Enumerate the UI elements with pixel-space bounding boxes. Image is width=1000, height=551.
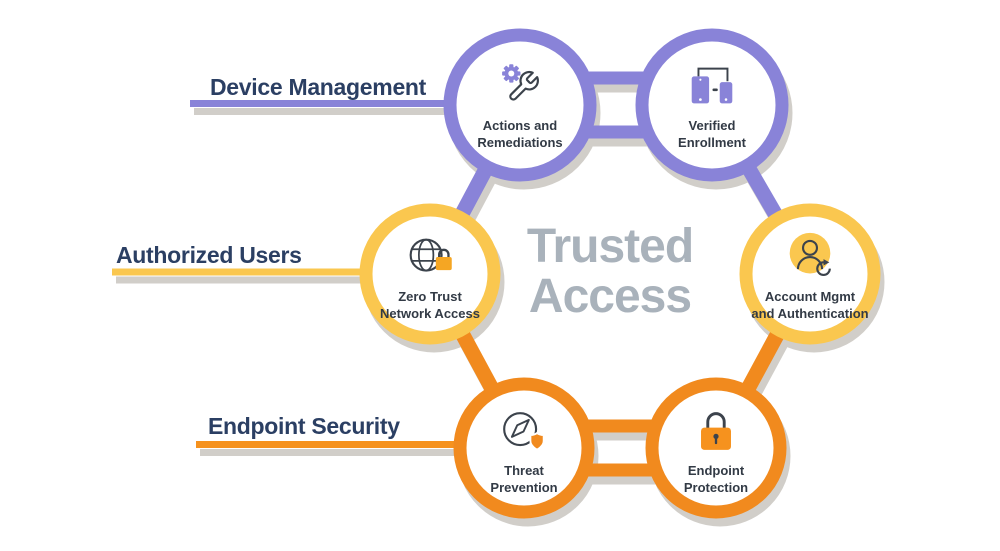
circle-verified-enrollment — [635, 28, 789, 182]
node-label-line2: and Authentication — [751, 306, 869, 321]
devices-enrollment-icon — [691, 68, 733, 104]
node-actions-remediations: Actions and Remediations — [450, 43, 590, 167]
page-title-line1: Trusted — [526, 220, 694, 273]
circle-account-mgmt — [739, 203, 881, 345]
node-label-line1: Threat — [504, 463, 544, 479]
node-label-line1: Account Mgmt — [764, 289, 856, 305]
circle-zero-trust-network-access — [359, 203, 501, 345]
node-label-line2: Remediations — [477, 135, 563, 150]
node-label-line2: Protection — [683, 480, 749, 495]
node-account-mgmt: Account Mgmt and Authentication — [737, 214, 883, 338]
page-title: Trusted Access — [490, 222, 730, 322]
node-threat-prevention: Threat Prevention — [454, 388, 594, 512]
globe-lock-icon — [409, 238, 452, 273]
node-label-line2: Prevention — [490, 480, 558, 495]
padlock-icon — [701, 412, 731, 451]
node-zero-trust-network-access: Zero Trust Network Access — [360, 214, 500, 338]
circle-threat-prevention — [453, 377, 595, 519]
circle-actions-remediations — [443, 28, 597, 182]
page-title-line2: Access — [528, 269, 692, 323]
compass-shield-icon — [503, 412, 545, 452]
node-verified-enrollment: Verified Enrollment — [642, 43, 782, 167]
group-label-device-management: Device Management — [210, 74, 427, 100]
node-label-line1: Actions and — [482, 118, 558, 134]
group-label-endpoint-security: Endpoint Security — [208, 413, 400, 439]
node-label-line1: Zero Trust — [398, 289, 462, 305]
node-label-line2: Network Access — [380, 306, 480, 321]
node-label-line1: Endpoint — [687, 463, 745, 479]
user-sync-icon — [789, 233, 831, 277]
node-label-line2: Enrollment — [678, 135, 746, 150]
gear-wrench-icon — [502, 64, 539, 102]
group-pointer-lines — [112, 100, 470, 448]
node-label-line1: Verified — [688, 118, 736, 134]
node-endpoint-protection: Endpoint Protection — [646, 388, 786, 512]
group-label-authorized-users: Authorized Users — [116, 242, 302, 268]
